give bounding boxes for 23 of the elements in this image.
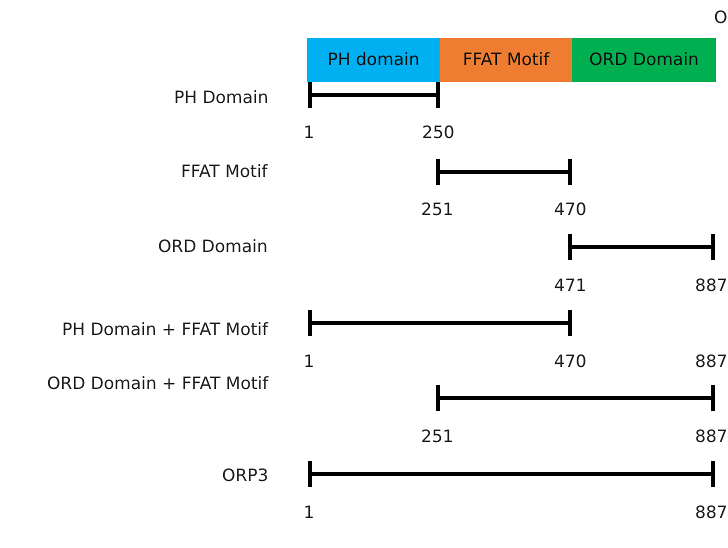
row-label: PH Domain — [174, 88, 268, 108]
position-number: 250 — [422, 123, 454, 143]
position-number: 1 — [304, 123, 314, 143]
position-number: 887 — [695, 427, 728, 447]
title-fragment: O — [714, 8, 728, 28]
position-number: 887 — [695, 503, 728, 523]
position-number: 470 — [554, 352, 586, 372]
position-number: 887 — [695, 352, 728, 372]
domain-segment: ORD Domain — [572, 38, 716, 82]
domain-segment: PH domain — [307, 38, 440, 82]
position-number: 251 — [421, 427, 454, 447]
row-label: ORD Domain + FFAT Motif — [47, 374, 268, 394]
row-label: PH Domain + FFAT Motif — [62, 320, 268, 340]
row-label: ORP3 — [222, 466, 268, 486]
position-number: 887 — [695, 276, 728, 296]
position-number: 471 — [554, 276, 586, 296]
row-label: ORD Domain — [158, 237, 268, 257]
row-label: FFAT Motif — [181, 162, 268, 182]
position-number: 1 — [304, 503, 314, 523]
position-number: 1 — [304, 352, 314, 372]
position-number: 470 — [554, 200, 586, 220]
position-number: 251 — [421, 200, 454, 220]
domain-segment: FFAT Motif — [440, 38, 572, 82]
